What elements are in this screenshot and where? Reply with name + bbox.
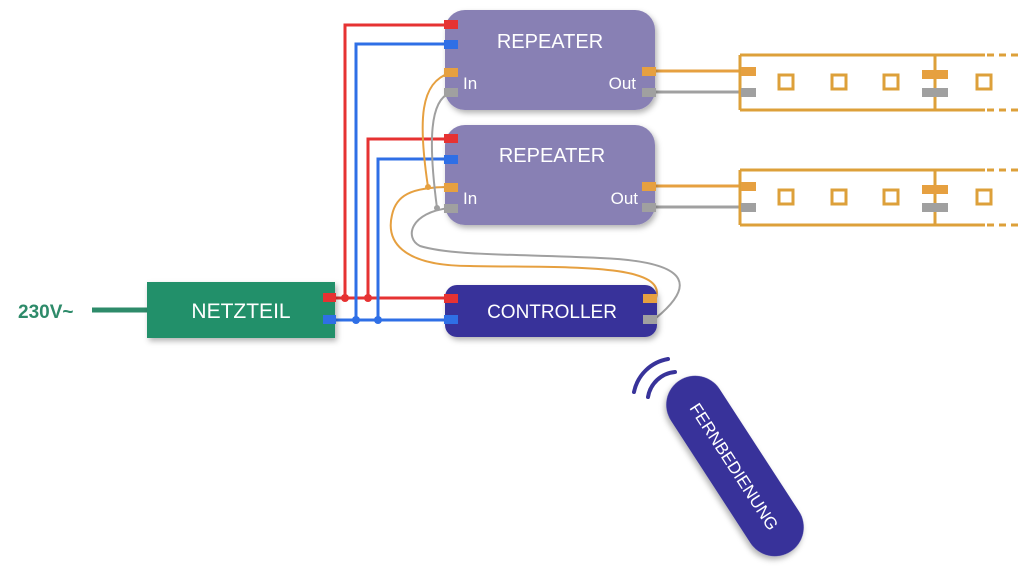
power-unit: NETZTEIL xyxy=(147,282,336,338)
led-chip xyxy=(830,73,848,91)
repeater-bottom: REPEATER In Out xyxy=(444,125,656,225)
mains-voltage-label: 230V~ xyxy=(18,302,73,323)
repeater-top-in-label: In xyxy=(463,74,477,93)
wire-junctions xyxy=(341,294,382,324)
repeater-bottom-label: REPEATER xyxy=(499,145,605,167)
led-strip-bottom xyxy=(738,168,1020,227)
negative-wire-repeater-top xyxy=(354,42,447,320)
led-chip xyxy=(882,188,900,206)
strip-leads xyxy=(656,69,744,209)
positive-wiring xyxy=(333,23,447,300)
mains-input: 230V~ xyxy=(18,302,150,323)
power-unit-label: NETZTEIL xyxy=(191,300,290,323)
repeater-top-label: REPEATER xyxy=(497,31,603,53)
repeater-top: REPEATER In Out xyxy=(444,10,656,110)
controller: CONTROLLER xyxy=(444,285,657,337)
repeater-bottom-in-label: In xyxy=(463,189,477,208)
led-chip xyxy=(777,73,795,91)
led-chip xyxy=(777,188,795,206)
positive-wire-repeater-top xyxy=(343,23,447,298)
controller-label: CONTROLLER xyxy=(487,302,617,323)
led-chip xyxy=(830,188,848,206)
negative-wiring xyxy=(333,42,447,322)
remote-control: FERNBEDIENUNG xyxy=(666,375,804,557)
positive-wire-repeater-bottom xyxy=(366,137,447,298)
power-unit-positive-terminal xyxy=(323,293,336,302)
repeater-bottom-out-label: Out xyxy=(611,189,639,208)
data-wire-controller-out xyxy=(389,186,658,299)
signal-waves-icon xyxy=(632,357,677,399)
repeater-top-out-label: Out xyxy=(609,74,637,93)
clock-wire-controller-out xyxy=(410,207,681,319)
data-wire-repeater-link xyxy=(421,72,451,188)
led-chip xyxy=(882,73,900,91)
led-chip xyxy=(975,188,993,206)
led-strip-top xyxy=(738,53,1020,112)
power-unit-negative-terminal xyxy=(323,315,336,324)
led-chip xyxy=(975,73,993,91)
